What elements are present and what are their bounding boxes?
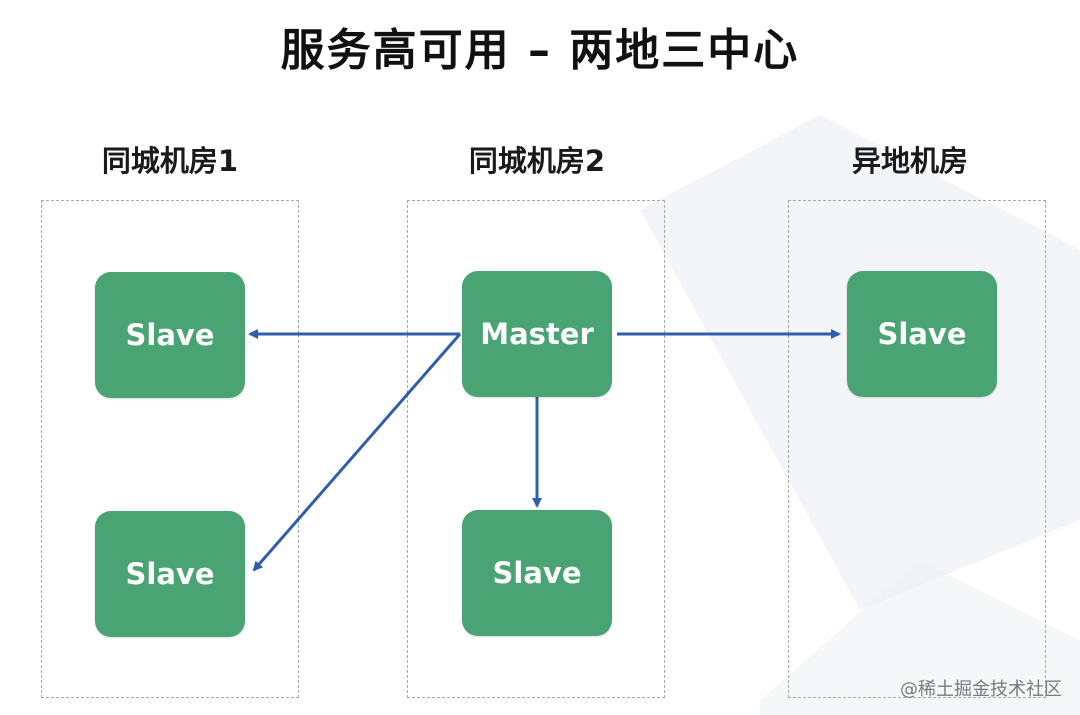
arrow-master-to-dc1-bottom <box>252 333 462 572</box>
slave-node-dc1-top: Slave <box>95 272 245 398</box>
diagram-title: 服务高可用 – 两地三中心 <box>280 25 800 76</box>
datacenter-label-3: 异地机房 <box>851 144 968 178</box>
slave-node-dc1-bottom: Slave <box>95 511 245 637</box>
slave-node-dc2: Slave <box>462 510 612 636</box>
slave-node-dc3: Slave <box>847 271 997 397</box>
datacenter-box-1 <box>41 200 299 698</box>
watermark: @稀土掘金技术社区 <box>900 679 1062 700</box>
master-node-dc2: Master <box>462 271 612 397</box>
datacenter-box-3 <box>788 200 1046 698</box>
datacenter-box-2 <box>407 200 665 698</box>
datacenter-label-2: 同城机房2 <box>468 144 606 178</box>
datacenter-label-1: 同城机房1 <box>101 144 239 178</box>
